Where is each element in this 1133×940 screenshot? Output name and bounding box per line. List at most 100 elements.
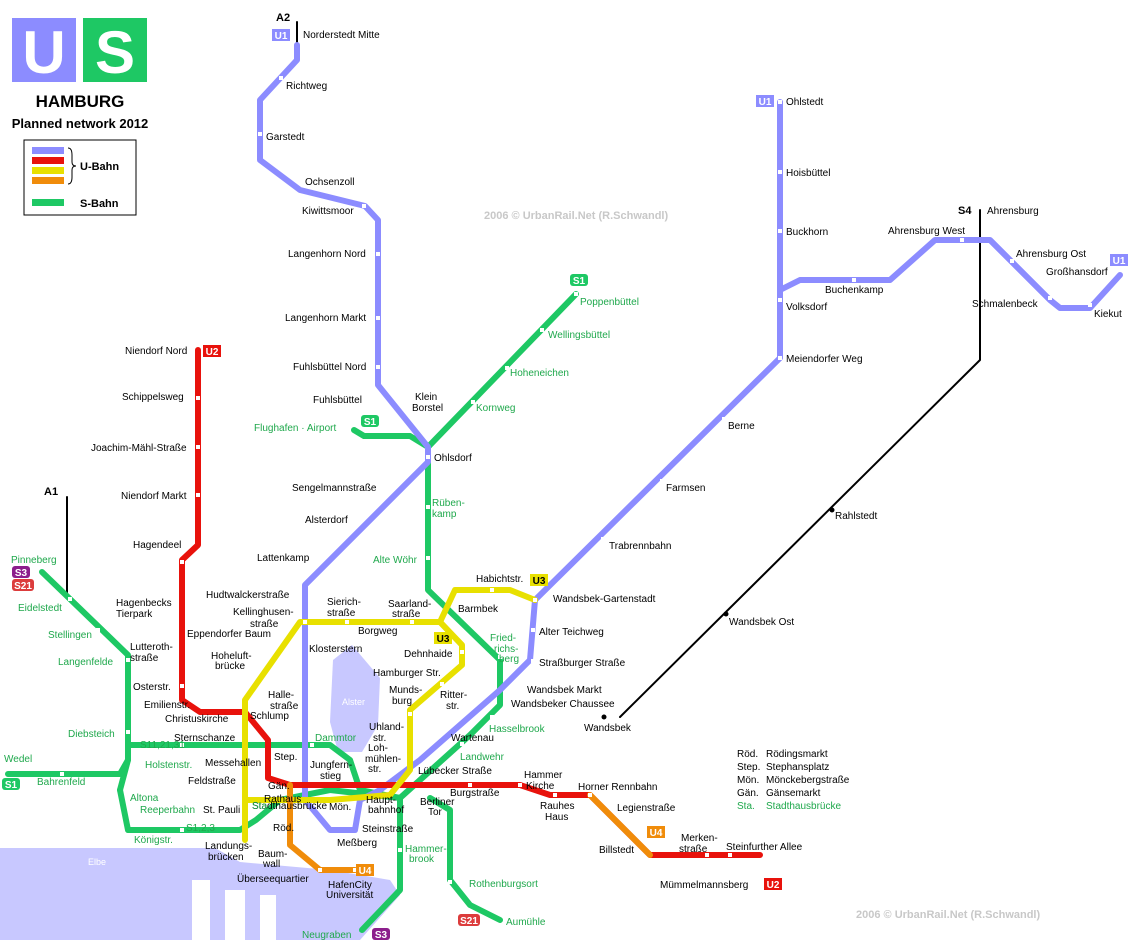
dot-hoheneichen bbox=[505, 366, 509, 370]
station-label-sierich: Sierich- bbox=[327, 597, 361, 608]
station-label-mühlen: mühlen- bbox=[365, 754, 401, 765]
abbr-gan: Gän. bbox=[737, 788, 759, 799]
dot-dehnhaide bbox=[460, 650, 464, 654]
line-s-verbindungsbahn bbox=[125, 742, 403, 801]
station-label-burg: burg bbox=[392, 696, 412, 707]
station-label-sengelmannstraße: Sengelmannstraße bbox=[292, 483, 377, 494]
station-label-landungs: Landungs- bbox=[205, 841, 252, 852]
dot-hasselbrook bbox=[490, 715, 494, 719]
badge-u1-ohlstedt: U1 bbox=[756, 95, 774, 108]
abbr-rod: Röd. bbox=[737, 749, 758, 760]
station-label-wedel: Wedel bbox=[4, 754, 32, 765]
station-label-jungfern: Jungfern- bbox=[310, 760, 352, 771]
station-label-ahrensburg-ost: Ahrensburg Ost bbox=[1016, 249, 1086, 260]
logo-s-letter: S bbox=[95, 19, 135, 86]
dot-rothenburgsort bbox=[448, 880, 452, 884]
dot-ahrensburg-west bbox=[960, 238, 964, 242]
station-label-poppenbüttel: Poppenbüttel bbox=[580, 297, 639, 308]
network-subtitle: Planned network 2012 bbox=[12, 116, 149, 131]
station-label-osterstr: Osterstr. bbox=[133, 682, 171, 693]
station-label-kamp: kamp bbox=[432, 509, 457, 520]
station-label-straße: straße bbox=[250, 619, 279, 630]
dot-kornweg bbox=[471, 400, 475, 404]
station-label-straße: straße bbox=[130, 653, 159, 664]
line-s1-north bbox=[397, 444, 503, 801]
badge-a2: A2 bbox=[276, 12, 290, 24]
station-label-s1-2-3: S1,2,3 bbox=[186, 823, 215, 834]
line-u4-hafencity bbox=[287, 782, 358, 873]
station-label-steinstraße: Steinstraße bbox=[362, 824, 414, 835]
dot-joachim bbox=[196, 445, 200, 449]
badge-u4-hafencity: U4 bbox=[356, 864, 374, 877]
dot-schippelsweg bbox=[196, 396, 200, 400]
dot-hoisbuettel bbox=[778, 170, 782, 174]
station-label-ohlsdorf: Ohlsdorf bbox=[434, 453, 472, 464]
badge-u3-habichtstr: U3 bbox=[530, 574, 548, 587]
station-label-wandsbek-ost: Wandsbek Ost bbox=[729, 617, 794, 628]
line-u4-billstedt bbox=[587, 792, 653, 858]
station-label-landwehr: Landwehr bbox=[460, 752, 505, 763]
svg-text:S21: S21 bbox=[14, 581, 32, 592]
station-label-dehnhaide: Dehnhaide bbox=[404, 649, 453, 660]
dot-hafencity bbox=[353, 868, 357, 872]
station-label-wandsbeker-chaussee: Wandsbeker Chaussee bbox=[511, 699, 615, 710]
dot-saarland bbox=[410, 620, 414, 624]
line-s1-poppenbuettel bbox=[425, 291, 579, 450]
station-label-schippelsweg: Schippelsweg bbox=[122, 392, 184, 403]
dot-kiekut bbox=[1088, 303, 1092, 307]
harbour-basin-1 bbox=[120, 860, 158, 940]
dot-rahlstedt bbox=[829, 507, 835, 513]
station-label-neugraben: Neugraben bbox=[302, 930, 351, 940]
station-label-stellingen: Stellingen bbox=[48, 630, 92, 641]
badge-u2-niendorf: U2 bbox=[203, 345, 221, 358]
station-label-borgweg: Borgweg bbox=[358, 626, 397, 637]
dot-rauhes-haus bbox=[553, 793, 557, 797]
station-label-wall: wall bbox=[262, 859, 280, 870]
dot-wandsbek-ost bbox=[723, 611, 729, 617]
dot-langenhorn-nord bbox=[376, 252, 380, 256]
station-label-stadthausbrücke: Stadthausbrücke bbox=[252, 801, 327, 812]
legend-sbahn-swatch bbox=[32, 199, 64, 206]
station-label-hudtwalckerstraße: Hudtwalckerstraße bbox=[206, 590, 290, 601]
station-label-niendorf-nord: Niendorf Nord bbox=[125, 346, 187, 357]
abbr-mon-full: Mönckebergstraße bbox=[766, 775, 850, 786]
dot-diebsteich bbox=[126, 730, 130, 734]
line-s4 bbox=[619, 209, 981, 718]
dot-lattenkamp bbox=[320, 556, 324, 560]
station-label-niendorf-markt: Niendorf Markt bbox=[121, 491, 187, 502]
station-label-wandsbek: Wandsbek bbox=[584, 723, 632, 734]
station-label-fried: Fried- bbox=[490, 633, 516, 644]
abbr-sta: Sta. bbox=[737, 801, 755, 812]
dot-farmsen bbox=[660, 479, 664, 483]
city-title: HAMBURG bbox=[36, 92, 125, 111]
station-label-richs: richs- bbox=[494, 644, 518, 655]
station-label-kellinghusen: Kellinghusen- bbox=[233, 607, 294, 618]
svg-text:S3: S3 bbox=[15, 568, 28, 579]
dot-hagendeel bbox=[180, 560, 184, 564]
dot-richtweg bbox=[279, 76, 283, 80]
station-label-dammtor: Dammtor bbox=[315, 733, 357, 744]
station-label-farmsen: Farmsen bbox=[666, 483, 705, 494]
logo-s-box bbox=[83, 18, 147, 82]
logo: U S HAMBURG Planned network 2012 bbox=[12, 18, 149, 131]
station-label-fuhlsbüttel: Fuhlsbüttel bbox=[313, 395, 362, 406]
station-label-überseequartier: Überseequartier bbox=[237, 873, 309, 885]
sbahn-lines bbox=[5, 291, 579, 933]
station-label-s11-21-31: S11,21,31 bbox=[140, 740, 185, 751]
u4-lines bbox=[287, 782, 653, 873]
station-label-volksdorf: Volksdorf bbox=[786, 302, 827, 313]
station-label-sternschanze: Sternschanze bbox=[174, 733, 236, 744]
water-areas: Elbe Alster bbox=[0, 645, 400, 940]
legend: U-Bahn S-Bahn bbox=[23, 139, 137, 216]
dot-wandsbek bbox=[601, 714, 607, 720]
dot-merkenstrasse bbox=[705, 853, 709, 857]
station-label-lattenkamp: Lattenkamp bbox=[257, 553, 310, 564]
station-label-buckhorn: Buckhorn bbox=[786, 227, 828, 238]
station-label-gän: Gän. bbox=[268, 781, 290, 792]
station-label-ahrensburg-west: Ahrensburg West bbox=[888, 226, 965, 237]
station-label-tor: Tor bbox=[428, 807, 443, 818]
station-label-kornweg: Kornweg bbox=[476, 403, 515, 414]
dot-friedrichsberg bbox=[498, 655, 502, 659]
dot-horner-rennbahn bbox=[588, 793, 592, 797]
badge-s3-pinneberg: S3 bbox=[12, 566, 30, 579]
